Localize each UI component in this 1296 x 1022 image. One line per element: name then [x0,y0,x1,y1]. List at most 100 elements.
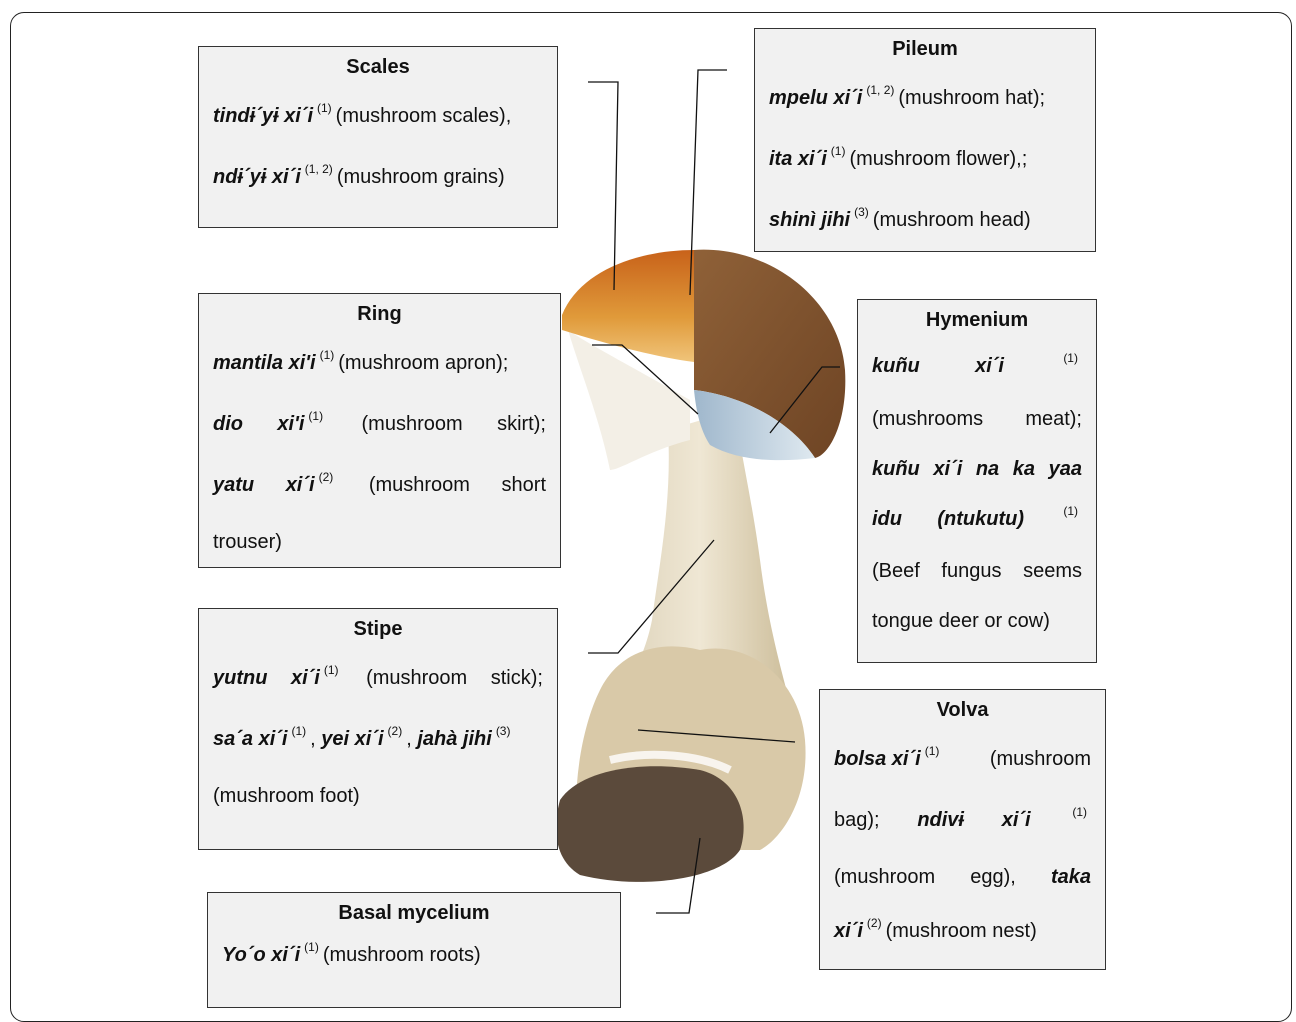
scales-ref-1: (1) [317,101,332,115]
scales-box: Scales tindɨ´yɨ xi´i (1) (mushroom scales)… [198,46,558,228]
volva-gloss-3b: egg), [970,852,1016,902]
ring-line-2: dioxi'i(1)(mushroomskirt); [213,395,546,456]
volva-ref-4: (2) [867,916,882,930]
hymenium-ref-3: (1) [1063,486,1078,536]
scales-term-2: ndɨ´yɨ xi´i [213,166,301,188]
pileum-line-1: mpelu xi´i (1, 2) (mushroom hat); [769,69,1081,130]
hymenium-term-2d: ka [1013,444,1035,494]
ring-gloss-3a: (mushroom [369,456,470,515]
volva-title: Volva [834,698,1091,722]
basal-ref-1: (1) [304,940,319,954]
pileum-line-3: shinì jihi (3) (mushroom head) [769,191,1081,252]
scales-term-1: tindɨ´yɨ xi´i [213,105,313,127]
hymenium-gloss-3c: seems [1023,546,1082,596]
stipe-term-2a: sa´a xi´i [213,728,287,750]
ring-gloss-3c: trouser) [213,531,282,553]
basal-mycelium-box: Basal mycelium Yo´o xi´i (1) (mushroom roo… [207,892,621,1008]
pileum-term-1: mpelu xi´i [769,87,862,109]
volva-ref-1: (1) [925,744,940,758]
hymenium-ref-1: (1) [1063,332,1078,384]
volva-term-3: taka [1051,852,1091,902]
stipe-ref-2c: (3) [496,724,511,738]
ring-gloss-3b: short [502,456,546,515]
pileum-gloss-1: (mushroom hat); [898,87,1045,109]
stipe-term-2b: yei xi´i [321,728,383,750]
ring-term-1: mantila xi'i [213,352,316,374]
hymenium-line-1: kuñuxi´i(1) [872,340,1082,394]
hymenium-term-3b: (ntukutu) [937,494,1024,544]
ring-ref-3: (2) [319,470,334,484]
volva-gloss-2: bag); [834,791,880,850]
hymenium-term-1b: xi´i [975,340,1004,392]
volva-line-3: (mushroom egg), taka [834,852,1091,902]
pileum-ref-2: (1) [831,144,846,158]
stipe-term-2c: jahà jihi [417,728,491,750]
basal-mycelium-title: Basal mycelium [222,901,606,925]
scales-gloss-1: (mushroom scales), [336,105,512,127]
scales-gloss-2: (mushroom grains) [337,166,505,188]
scales-title: Scales [213,55,543,79]
stipe-line-2: sa´a xi´i (1), yei xi´i (2), jahà jihi (3) [213,710,543,771]
hymenium-term-2c: na [976,444,999,494]
ring-title: Ring [213,302,546,326]
hymenium-line-3: kuñuxi´inakayaa [872,444,1082,494]
ring-term-3b: xi´i [286,474,315,496]
scales-line-1: tindɨ´yɨ xi´i (1) (mushroom scales), [213,87,543,148]
hymenium-line-5: (Beeffungusseems [872,546,1082,596]
scales-line-2: ndɨ´yɨ xi´i(1, 2)(mushroom grains) [213,148,543,209]
stipe-ref-2a: (1) [291,724,306,738]
stipe-comma-1: , [310,728,316,750]
ring-gloss-2a: (mushroom [362,395,463,454]
hymenium-gloss-3d: tongue deer or cow) [872,610,1050,632]
basal-gloss-1: (mushroom roots) [323,944,481,966]
volva-gloss-1: (mushroom [990,730,1091,789]
volva-gloss-3: (mushroom [834,852,935,902]
hymenium-line-2: (mushrooms meat); [872,394,1082,444]
basal-term-1: Yo´o xi´i [222,944,300,966]
pileum-term-3: shinì jihi [769,209,850,231]
pileum-box: Pileum mpelu xi´i (1, 2) (mushroom hat); i… [754,28,1096,252]
pileum-ref-3: (3) [854,205,869,219]
hymenium-gloss-3b: fungus [941,546,1001,596]
stipe-comma-2: , [406,728,412,750]
volva-box: Volva bolsa xi´i(1)(mushroom bag);ndivɨx… [819,689,1106,970]
pileum-term-2: ita xi´i [769,148,827,170]
ring-gloss-2b: skirt); [497,395,546,454]
pileum-ref-1: (1, 2) [866,83,894,97]
stipe-term-1a: yutnu [213,649,267,708]
hymenium-term-2a: kuñu [872,444,920,494]
stipe-ref-2b: (2) [388,724,403,738]
stipe-title: Stipe [213,617,543,641]
volva-term-2b: xi´i [1002,791,1031,850]
hymenium-term-2b: xi´i [933,444,962,494]
pileum-line-2: ita xi´i (1)(mushroom flower),; [769,130,1081,191]
hymenium-title: Hymenium [872,308,1082,332]
ring-term-3a: yatu [213,456,254,515]
hymenium-line-6: tongue deer or cow) [872,596,1082,646]
pileum-title: Pileum [769,37,1081,61]
stipe-line-1: yutnuxi´i(1)(mushroomstick); [213,649,543,710]
pileum-gloss-3: (mushroom head) [873,209,1031,231]
volva-line-4: xi´i(2)(mushroom nest) [834,902,1091,963]
volva-term-4: xi´i [834,920,863,942]
hymenium-gloss-1b: meat); [1025,394,1082,444]
stipe-gloss-2: (mushroom foot) [213,785,360,807]
ring-gloss-1: (mushroom apron); [338,352,508,374]
stipe-term-1b: xi´i [291,667,320,689]
ring-ref-2: (1) [308,409,323,423]
hymenium-term-1a: kuñu [872,340,920,392]
basal-line-1: Yo´o xi´i (1) (mushroom roots) [222,933,606,979]
stipe-gloss-1a: (mushroom [366,649,467,708]
hymenium-term-3a: idu [872,494,902,544]
ring-term-2b: xi'i [277,413,304,435]
hymenium-gloss-1a: (mushrooms [872,394,983,444]
stipe-gloss-1b: stick); [491,649,543,708]
hymenium-line-4: idu(ntukutu)(1) [872,494,1082,546]
hymenium-box: Hymenium kuñu xi´i (1) (mushrooms meat); ku… [857,299,1097,663]
volva-term-1: bolsa xi´i [834,748,921,770]
pileum-gloss-2: (mushroom flower),; [849,148,1027,170]
volva-term-2a: ndivɨ [917,791,964,850]
volva-ref-2: (1) [1072,783,1087,842]
ring-line-3: yatu xi´i (2) (mushroom short [213,456,546,517]
ring-ref-1: (1) [320,348,335,362]
